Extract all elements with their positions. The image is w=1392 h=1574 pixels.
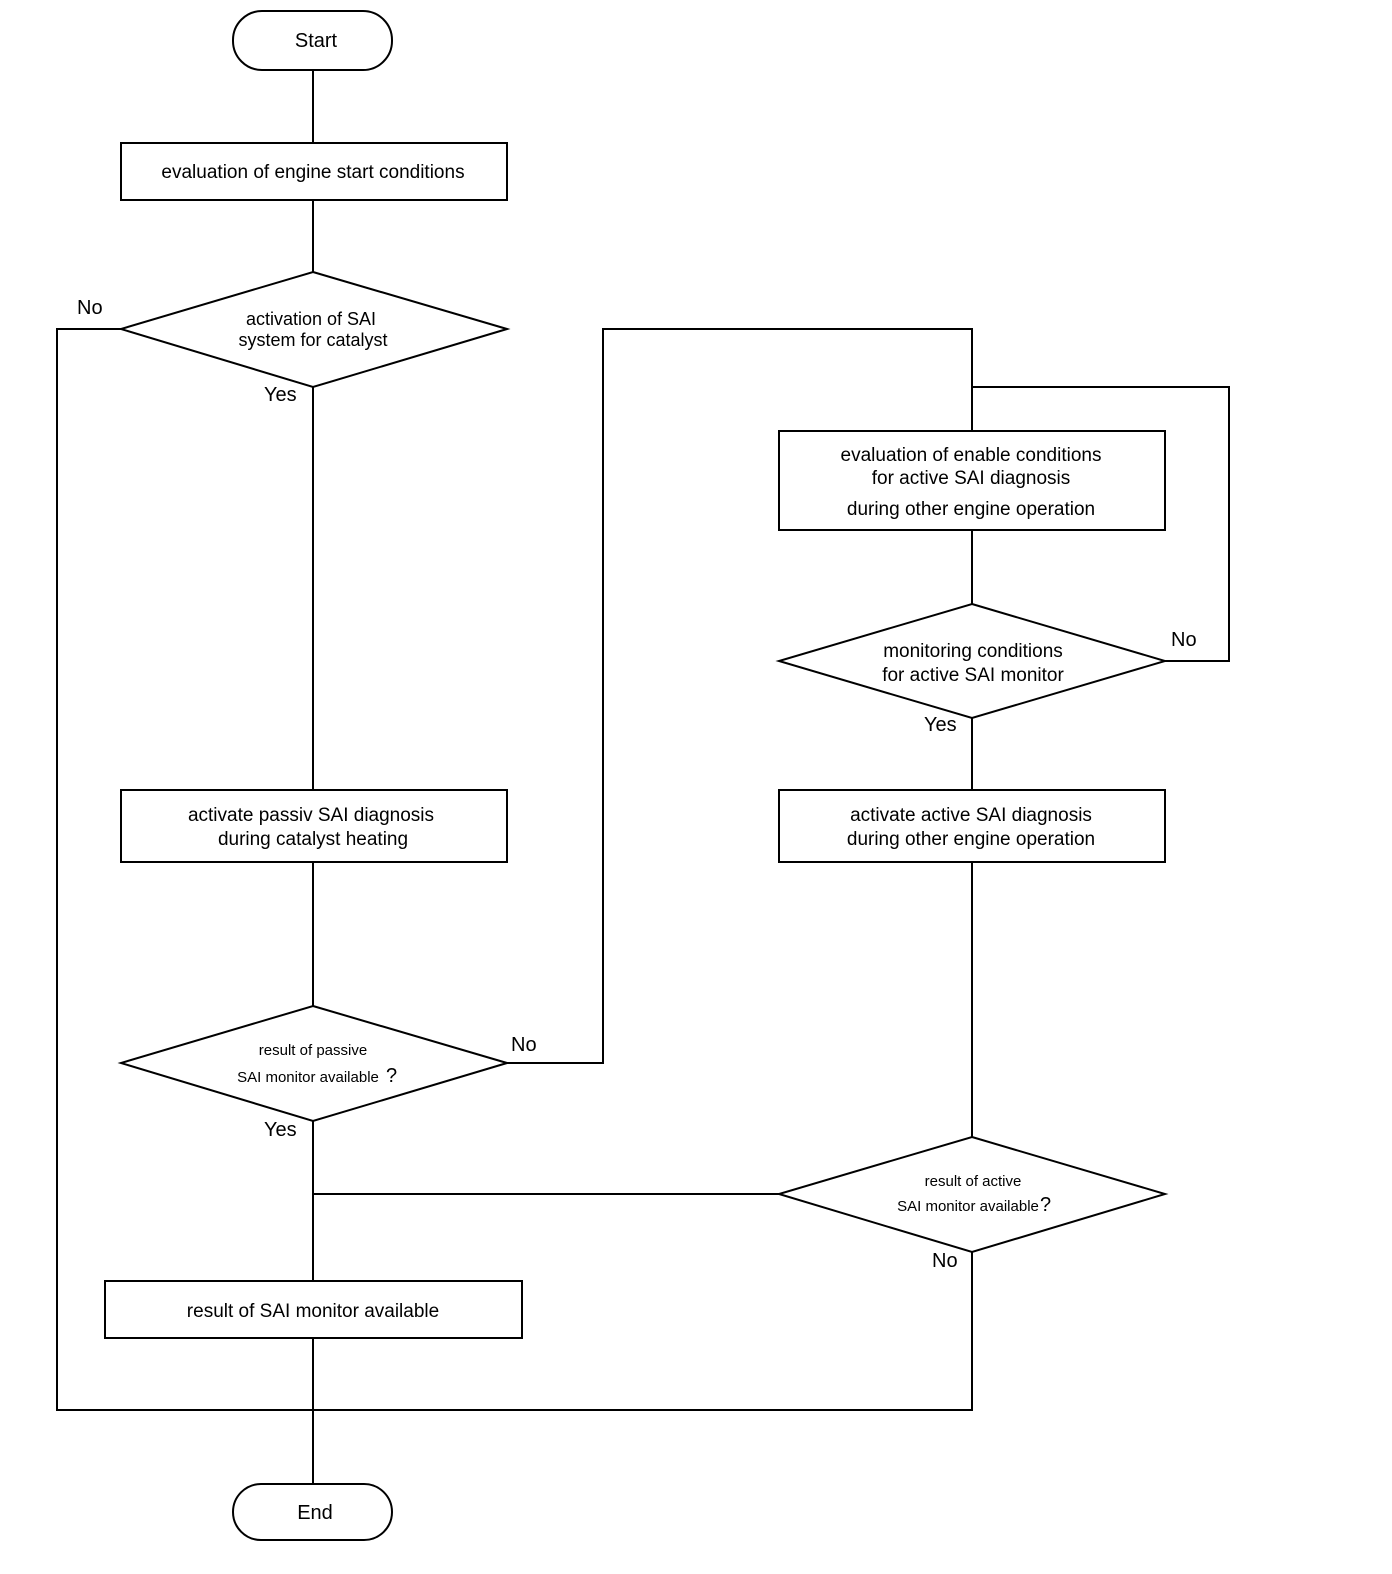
active-result-decision: result of active SAI monitor available ? (775, 1135, 1169, 1254)
end-label: End (297, 1502, 333, 1524)
connector-activation-no (56, 328, 313, 1411)
label-no-passive-result: No (511, 1034, 537, 1056)
result-available-text: result of SAI monitor available (187, 1301, 439, 1322)
sai-activation-decision: activation of SAI system for catalyst (117, 270, 511, 389)
label-no-activation: No (77, 297, 103, 319)
passive-result-line1: result of passive (259, 1042, 367, 1059)
active-result-line1: result of active (925, 1173, 1022, 1190)
connector-active-result-no (313, 1252, 973, 1411)
connector-passive-result-no (507, 328, 973, 1064)
engine-start-evaluation-box: evaluation of engine start conditions (120, 142, 508, 201)
connector-monitoring-no-loop (972, 386, 1230, 662)
passive-diagnosis-line1: activate passiv SAI diagnosis (188, 805, 434, 826)
start-label: Start (295, 30, 338, 52)
branch-labels: No Yes No Yes No Yes No (77, 297, 1197, 1272)
engine-start-evaluation-text: evaluation of engine start conditions (161, 162, 464, 183)
passive-diagnosis-line2: during catalyst heating (218, 829, 408, 850)
end-terminal: End (232, 1483, 393, 1541)
label-no-active-result: No (932, 1250, 958, 1272)
active-result-question-mark: ? (1040, 1194, 1051, 1216)
passive-result-question-mark: ? (386, 1065, 397, 1087)
start-terminal: Start (232, 10, 393, 71)
label-no-monitoring: No (1171, 629, 1197, 651)
passive-diagnosis-box: activate passiv SAI diagnosis during cat… (120, 789, 508, 863)
connectors (56, 70, 1230, 1484)
active-diagnosis-line1: activate active SAI diagnosis (850, 805, 1092, 826)
enable-conditions-line3: during other engine operation (847, 499, 1095, 520)
monitoring-conditions-decision: monitoring conditions for active SAI mon… (775, 602, 1169, 720)
enable-conditions-line1: evaluation of enable conditions (841, 445, 1102, 466)
enable-conditions-box: evaluation of enable conditions for acti… (778, 430, 1166, 531)
label-yes-monitoring: Yes (924, 714, 957, 736)
passive-result-decision: result of passive SAI monitor available … (117, 1004, 511, 1123)
active-diagnosis-box: activate active SAI diagnosis during oth… (778, 789, 1166, 863)
sai-activation-line1: activation of SAI (246, 309, 376, 329)
monitoring-conditions-line2: for active SAI monitor (882, 665, 1064, 686)
passive-result-line2: SAI monitor available (237, 1069, 379, 1086)
enable-conditions-line2: for active SAI diagnosis (872, 468, 1071, 489)
active-result-line2: SAI monitor available (897, 1198, 1039, 1215)
monitoring-conditions-line1: monitoring conditions (883, 641, 1063, 662)
result-available-box: result of SAI monitor available (104, 1280, 523, 1339)
label-yes-activation: Yes (264, 384, 297, 406)
active-diagnosis-line2: during other engine operation (847, 829, 1095, 850)
label-yes-passive-result: Yes (264, 1119, 297, 1141)
sai-activation-line2: system for catalyst (238, 330, 387, 350)
